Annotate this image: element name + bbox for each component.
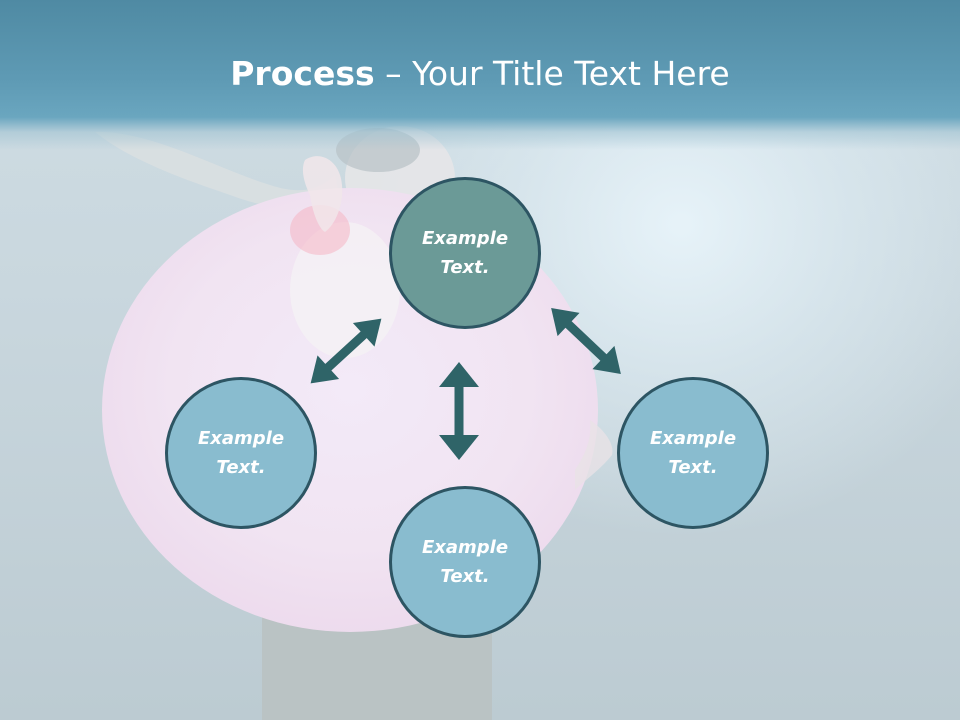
slide-title: Process – Your Title Text Here <box>0 52 960 96</box>
node-right-label: Example Text. <box>649 428 737 478</box>
figure-hand <box>302 156 343 232</box>
arrow-top-right <box>551 308 621 374</box>
figure-arm <box>95 131 340 210</box>
process-node-top[interactable]: Example Text. <box>389 177 541 329</box>
header-band <box>0 0 960 150</box>
slide-title-rest: – Your Title Text Here <box>374 54 730 93</box>
node-top-label: Example Text. <box>421 228 509 278</box>
figure-side-arm <box>575 420 613 490</box>
process-node-left[interactable]: Example Text. <box>165 377 317 529</box>
process-node-right[interactable]: Example Text. <box>617 377 769 529</box>
node-left-label: Example Text. <box>197 428 285 478</box>
arrow-vertical <box>439 362 479 460</box>
arrow-top-left <box>310 318 382 384</box>
process-node-bottom[interactable]: Example Text. <box>389 486 541 638</box>
node-bottom-label: Example Text. <box>421 537 509 587</box>
slide-title-bold: Process <box>230 54 375 93</box>
